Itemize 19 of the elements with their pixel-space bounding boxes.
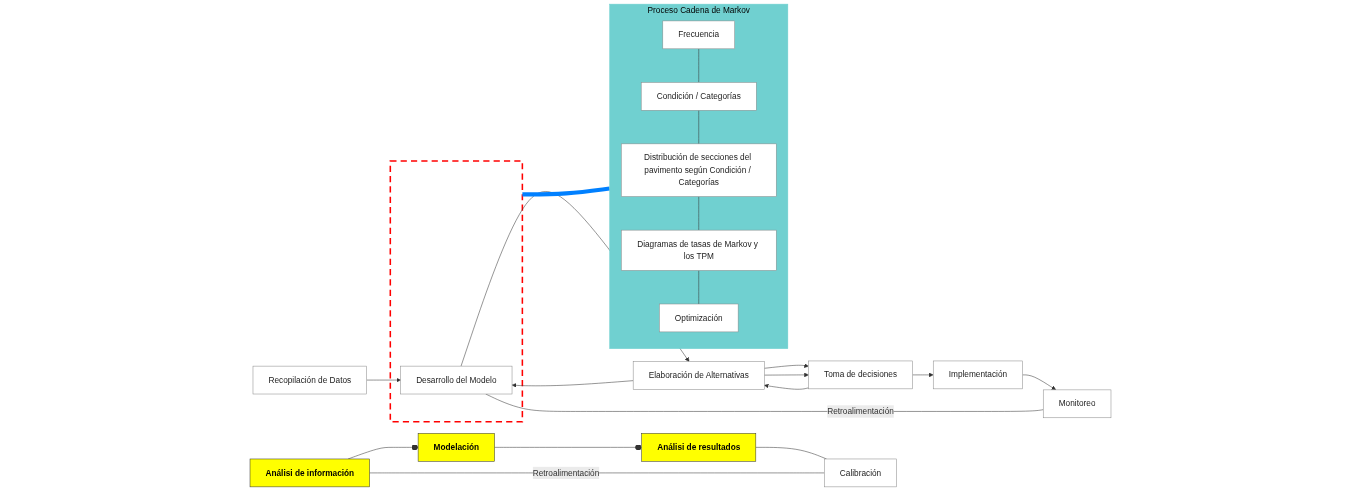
edge-label: Retroalimentación [827,406,894,416]
node-box: Análisi de información [249,458,370,488]
node-box: Optimización [659,303,739,333]
node-box: Recopilación de Datos [252,365,367,395]
node-box: Implementación [932,360,1023,390]
node-box: Elaboración de Alternativas [632,361,765,390]
node-box: Monitoreo [1043,389,1112,419]
node-box: Análisi de resultados [641,433,757,462]
node-box: Calibración [824,458,897,488]
node-box: Frecuencia [662,20,735,50]
node-box: Diagramas de tasas de Markov y los TPM [621,229,777,271]
node-box: Distribución de secciones del pavimento según Condición / Categorías [621,143,777,197]
connector [522,186,610,197]
node-box: Condición / Categorías [640,82,757,111]
edge-label: Retroalimentación [532,468,600,478]
node-box: Desarrollo del Modelo [400,365,513,395]
node-box: Toma de decisiones [808,360,913,390]
node-box: Modelación [417,433,495,462]
cluster [389,160,524,423]
